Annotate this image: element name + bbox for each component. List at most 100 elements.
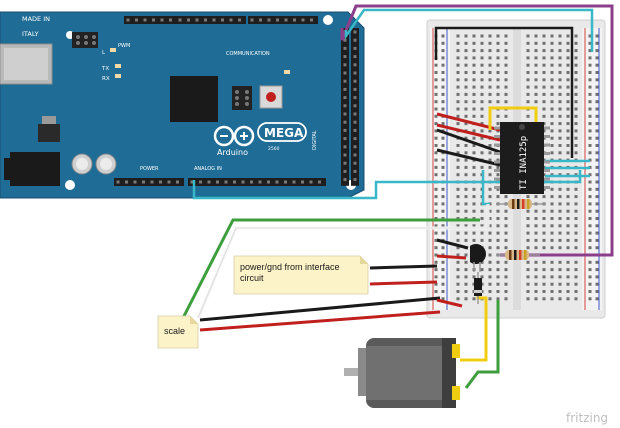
- header-pin: [343, 161, 347, 165]
- breadboard-hole: [480, 224, 484, 228]
- breadboard-hole: [464, 231, 468, 235]
- breadboard-hole: [456, 122, 460, 126]
- breadboard-hole: [558, 136, 562, 140]
- breadboard-hole: [566, 202, 570, 206]
- breadboard-hole: [488, 144, 492, 147]
- breadboard-hole: [588, 217, 592, 220]
- breadboard-hole: [488, 63, 492, 67]
- breadboard-hole: [595, 100, 599, 104]
- breadboard-hole: [472, 114, 476, 118]
- breadboard-hole: [496, 41, 500, 45]
- voltage-regulator: [38, 124, 60, 142]
- resistor-top: [496, 199, 546, 209]
- breadboard-hole: [534, 78, 538, 82]
- breadboard-hole: [542, 231, 546, 235]
- breadboard-hole: [574, 209, 578, 213]
- arduino-brand-label: Arduino: [217, 148, 248, 157]
- tx-led: [115, 64, 121, 68]
- breadboard-hole: [558, 187, 562, 191]
- capacitor-top: [100, 158, 112, 170]
- chip-pin: [494, 177, 502, 181]
- breadboard-hole: [488, 224, 492, 228]
- chip-pin: [494, 143, 502, 147]
- breadboard-hole: [504, 49, 508, 53]
- breadboard-hole: [480, 209, 484, 213]
- breadboard-hole: [464, 238, 468, 242]
- icsp-usb-header: [72, 32, 98, 48]
- breadboard-hole: [558, 231, 562, 235]
- breadboard-hole: [456, 34, 460, 38]
- breadboard-hole: [434, 238, 438, 242]
- breadboard-hole: [472, 173, 476, 177]
- breadboard-hole: [472, 275, 476, 279]
- breadboard-hole: [480, 34, 484, 38]
- breadboard-hole: [526, 85, 530, 89]
- breadboard-hole: [574, 187, 578, 191]
- breadboard-hole: [488, 275, 492, 279]
- breadboard-hole: [588, 173, 592, 177]
- breadboard-hole: [550, 209, 554, 213]
- country-label: ITALY: [22, 30, 39, 38]
- breadboard-hole: [472, 209, 476, 213]
- header-pin: [343, 128, 347, 132]
- breadboard-hole: [456, 209, 460, 213]
- tx-label: TX: [101, 66, 109, 72]
- breadboard-hole: [464, 85, 468, 89]
- breadboard-hole: [434, 71, 438, 74]
- header-pin: [284, 18, 288, 22]
- breadboard-hole: [595, 107, 599, 111]
- breadboard-hole: [558, 282, 562, 286]
- header-pin: [133, 180, 137, 184]
- breadboard-hole: [464, 144, 468, 147]
- breadboard-hole: [595, 144, 599, 147]
- breadboard-hole: [542, 297, 546, 301]
- breadboard-hole: [456, 253, 460, 257]
- breadboard-hole: [434, 122, 438, 126]
- breadboard-hole: [472, 151, 476, 155]
- breadboard-hole: [542, 56, 546, 60]
- breadboard-hole: [534, 217, 538, 220]
- header-pin: [116, 180, 120, 184]
- breadboard-hole: [464, 122, 468, 126]
- breadboard-hole: [595, 71, 599, 74]
- breadboard-hole: [480, 78, 484, 82]
- breadboard-hole: [574, 151, 578, 155]
- breadboard-hole: [558, 100, 562, 104]
- breadboard-hole: [574, 275, 578, 279]
- header-pin: [353, 71, 357, 75]
- breadboard-hole: [550, 224, 554, 228]
- breadboard-hole: [456, 100, 460, 104]
- breadboard-hole: [558, 114, 562, 118]
- header-pin: [292, 180, 296, 184]
- breadboard-hole: [534, 195, 538, 199]
- breadboard-hole: [550, 173, 554, 177]
- breadboard-hole: [574, 282, 578, 286]
- breadboard-hole: [595, 41, 599, 45]
- breadboard-hole: [464, 209, 468, 213]
- breadboard-hole: [588, 260, 592, 264]
- header-pin: [204, 18, 207, 22]
- breadboard-hole: [534, 231, 538, 235]
- breadboard-hole: [566, 114, 570, 118]
- breadboard-hole: [534, 224, 538, 228]
- breadboard-hole: [566, 49, 570, 53]
- transistor: [470, 244, 486, 272]
- breadboard-hole: [534, 100, 538, 104]
- wire-black-chip-2: [436, 148, 501, 167]
- header-pin: [343, 63, 347, 67]
- header-pin: [343, 153, 347, 157]
- breadboard-hole: [566, 63, 570, 67]
- breadboard-hole: [464, 202, 468, 206]
- breadboard-hole: [595, 129, 599, 133]
- breadboard-hole: [441, 275, 445, 279]
- breadboard-hole: [588, 202, 592, 206]
- breadboard-hole: [534, 49, 538, 53]
- breadboard-hole: [550, 92, 554, 96]
- breadboard-hole: [496, 268, 500, 272]
- breadboard-hole: [566, 173, 570, 177]
- breadboard-hole: [574, 238, 578, 242]
- header-pin: [353, 169, 357, 173]
- breadboard-hole: [456, 231, 460, 235]
- year-label: 2560: [268, 146, 280, 152]
- breadboard-hole: [434, 268, 438, 272]
